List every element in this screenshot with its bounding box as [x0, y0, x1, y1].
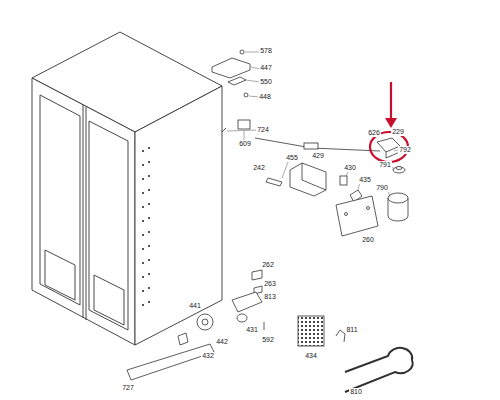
shelf-hole — [142, 234, 144, 236]
callout-number: 724 — [256, 126, 270, 134]
callout-number: 790 — [375, 184, 389, 192]
cabinet-holes — [142, 147, 150, 306]
shelf-hole — [148, 161, 150, 163]
shelf-hole — [148, 301, 150, 303]
callout-number: 242 — [252, 164, 266, 172]
hole — [345, 213, 348, 216]
shelf-hole — [142, 248, 144, 250]
grille — [127, 344, 214, 380]
shelf-hole — [142, 220, 144, 222]
shelf-hole — [142, 178, 144, 180]
callout-number: 263 — [263, 280, 277, 288]
connector — [304, 143, 318, 149]
callout-number: 448 — [258, 93, 272, 101]
hook — [336, 330, 345, 342]
leader-lines — [227, 52, 398, 197]
shelf-hole — [148, 189, 150, 191]
highlight-arrow-head — [385, 118, 397, 128]
shelf-hole — [148, 287, 150, 289]
callout-number: 229 — [391, 128, 405, 136]
callout-number: 550 — [259, 78, 273, 86]
leveler — [237, 314, 247, 322]
highlight-arrow-shaft — [390, 82, 392, 120]
callout-number: 727 — [121, 384, 135, 392]
callout-number: 447 — [259, 64, 273, 72]
callout-number: 609 — [238, 140, 252, 148]
hinge-cover — [212, 58, 250, 78]
switch — [238, 120, 250, 129]
callout-number: 792 — [398, 146, 412, 154]
callout-number: 813 — [263, 293, 277, 301]
screw — [178, 333, 188, 345]
screw — [240, 50, 244, 54]
shelf-hole — [148, 175, 150, 177]
callout-number: 810 — [349, 388, 363, 396]
hinge — [228, 77, 246, 85]
callout-number: 592 — [261, 336, 275, 344]
shelf-hole — [142, 164, 144, 166]
callout-number: 432 — [201, 352, 215, 360]
shelf-hole — [148, 231, 150, 233]
motor-top — [388, 193, 408, 203]
bracket — [290, 163, 326, 196]
callout-number: 626 — [367, 129, 381, 137]
shelf-hole — [142, 276, 144, 278]
callout-number: 435 — [358, 176, 372, 184]
screw — [222, 128, 226, 132]
roller-hub — [202, 319, 208, 325]
cabinet — [32, 32, 222, 345]
nut — [340, 176, 347, 185]
shelf-hole — [142, 304, 144, 306]
screw — [244, 93, 248, 97]
parts — [127, 50, 413, 392]
hole — [367, 207, 370, 210]
gear-hub — [396, 167, 402, 170]
damper-cover — [377, 138, 400, 152]
wire-rod — [255, 138, 380, 151]
shelf-hole — [148, 245, 150, 247]
shelf-hole — [148, 203, 150, 205]
gear — [393, 167, 405, 173]
callout-number: 455 — [285, 154, 299, 162]
shelf-hole — [148, 259, 150, 261]
clip — [252, 270, 262, 280]
callout-number: 434 — [304, 352, 318, 360]
callout-number: 442 — [215, 338, 229, 346]
water-tube — [345, 348, 413, 392]
shelf-hole — [148, 147, 150, 149]
bracket — [232, 292, 262, 312]
bracket-edge — [302, 163, 326, 190]
screw — [264, 322, 265, 330]
shelf-hole — [148, 217, 150, 219]
callout-number: 811 — [345, 326, 358, 334]
shelf-hole — [142, 262, 144, 264]
callout-number: 430 — [343, 164, 357, 172]
callout-number: 791 — [378, 161, 392, 169]
callout-number: 441 — [188, 302, 202, 310]
callout-number: 260 — [361, 236, 375, 244]
shelf-hole — [148, 273, 150, 275]
shelf-hole — [142, 192, 144, 194]
callout-number: 262 — [261, 261, 275, 269]
callout-number: 431 — [245, 326, 259, 334]
shelf-hole — [142, 206, 144, 208]
shelf-hole — [142, 290, 144, 292]
roller — [197, 314, 213, 330]
callout-number: 429 — [311, 152, 325, 160]
callout-number: 578 — [259, 47, 273, 55]
mounting-plate — [336, 196, 378, 236]
vent — [298, 316, 324, 346]
clip — [266, 178, 282, 186]
shelf-hole — [142, 150, 144, 152]
